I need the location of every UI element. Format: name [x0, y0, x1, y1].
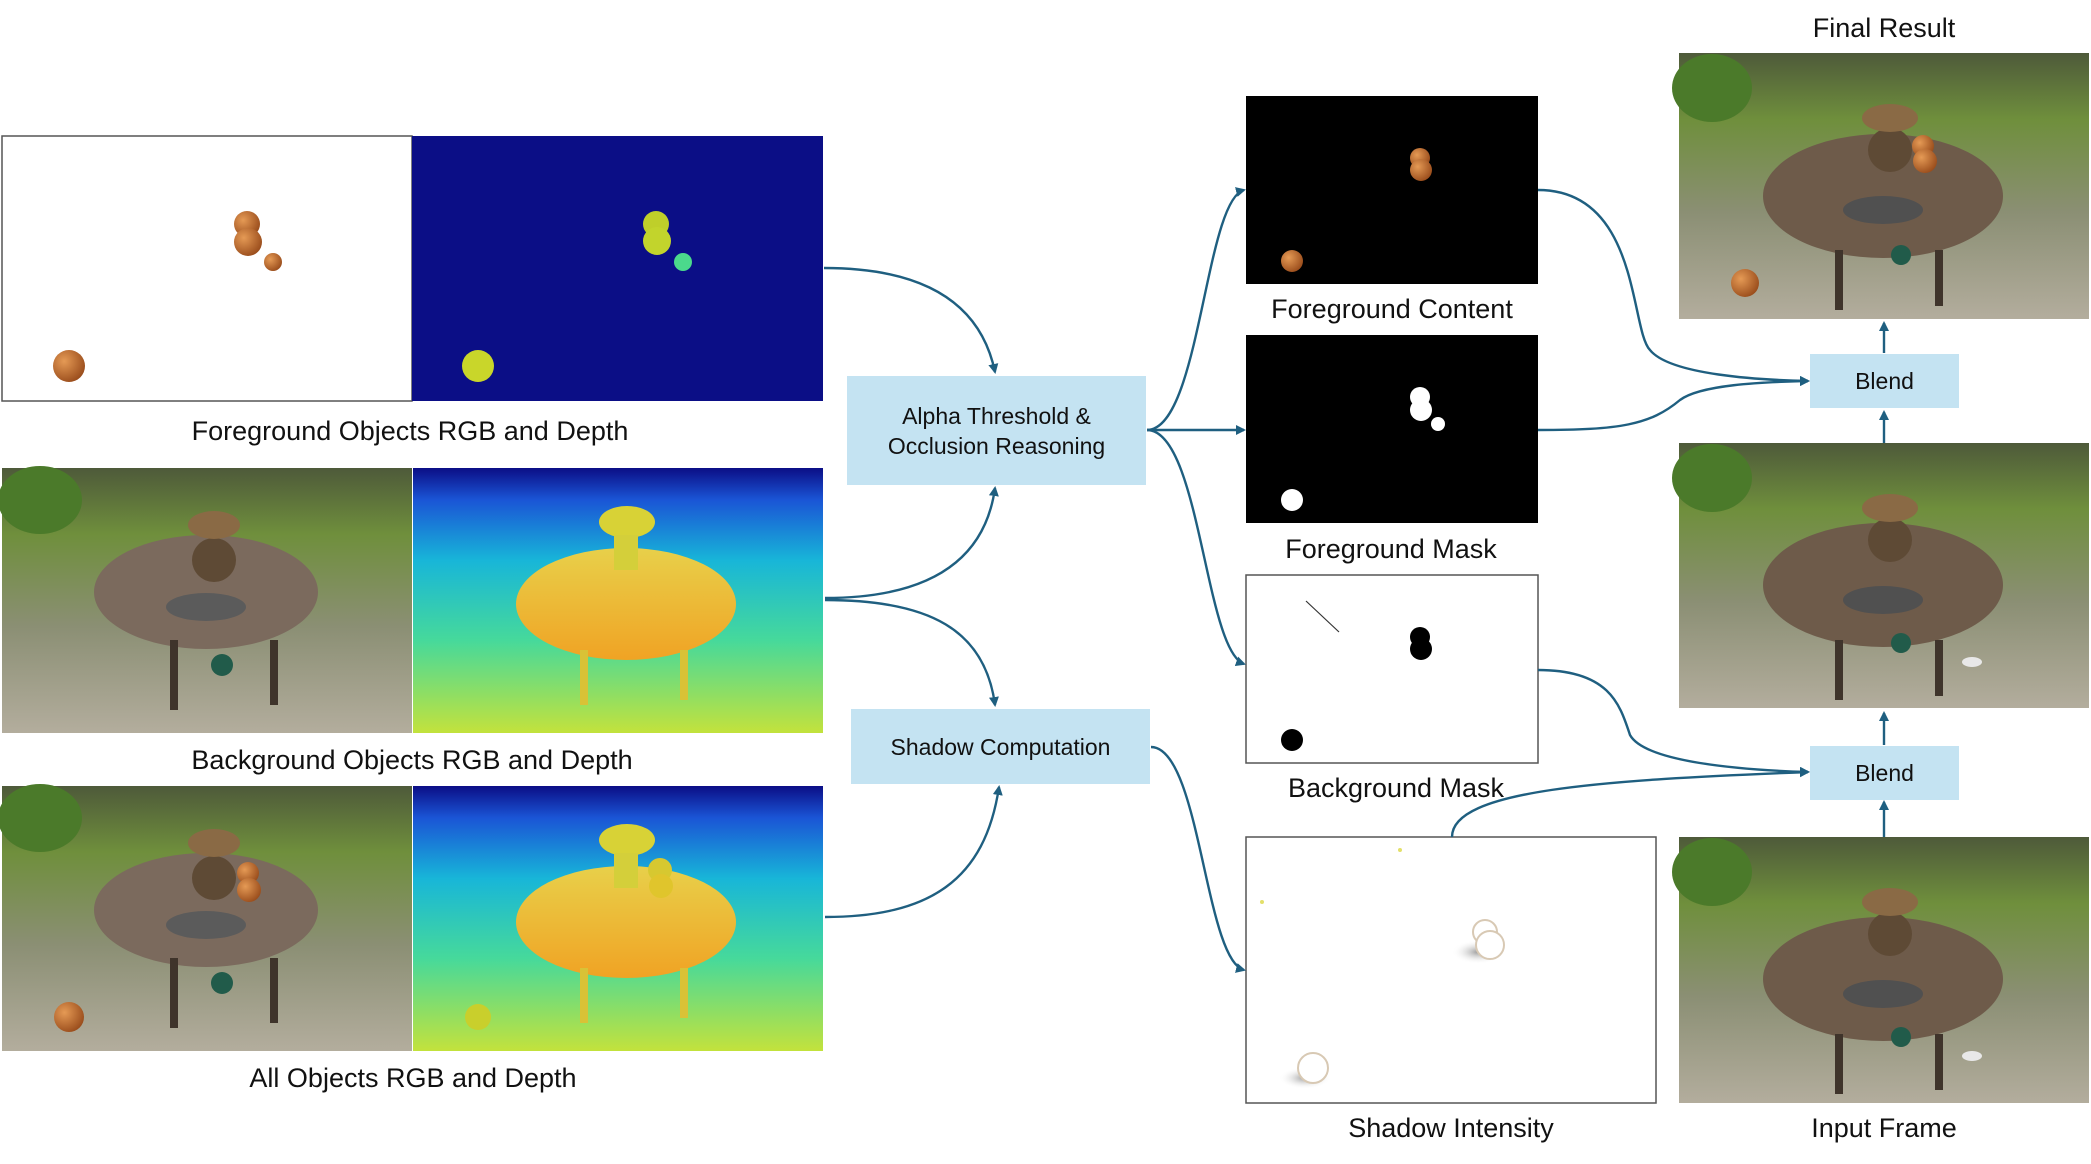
bg-mask-image — [1245, 574, 1539, 764]
alpha-box-line2: Occlusion Reasoning — [887, 432, 1106, 459]
bg-depth-image — [413, 468, 823, 733]
fg-depth-image — [412, 136, 823, 401]
caption-bg-mask: Background Mask — [1287, 773, 1505, 803]
caption-fg-content: Foreground Content — [1271, 294, 1513, 324]
blend-box-bottom: Blend — [1810, 746, 1959, 800]
all-rgb-image — [0, 784, 412, 1051]
input-frame-image — [1672, 837, 2089, 1103]
final-result-image — [1672, 53, 2089, 319]
caption-shadow-intensity: Shadow Intensity — [1348, 1113, 1554, 1143]
caption-final-result: Final Result — [1812, 13, 1956, 43]
blend-top-label: Blend — [1855, 368, 1914, 394]
shadow-box-label: Shadow Computation — [890, 733, 1111, 760]
intermediate-blend-image — [1672, 443, 2089, 708]
caption-fg-mask: Foreground Mask — [1285, 534, 1497, 564]
bg-rgb-image — [0, 466, 412, 733]
fg-mask-image — [1246, 335, 1538, 523]
blend-bottom-label: Blend — [1855, 760, 1914, 786]
caption-all-rgbd: All Objects RGB and Depth — [249, 1063, 577, 1093]
shadow-computation-box: Shadow Computation — [851, 709, 1150, 784]
caption-fg-rgbd: Foreground Objects RGB and Depth — [191, 416, 629, 446]
blend-box-top: Blend — [1810, 354, 1959, 408]
fg-rgb-image — [1, 135, 413, 402]
caption-input-frame: Input Frame — [1811, 1113, 1957, 1143]
alpha-occlusion-box: Alpha Threshold & Occlusion Reasoning — [847, 376, 1146, 485]
caption-bg-rgbd: Background Objects RGB and Depth — [191, 745, 633, 775]
fg-content-image — [1246, 96, 1538, 284]
arrow-icon — [823, 187, 1889, 973]
alpha-box-line1: Alpha Threshold & — [902, 402, 1091, 429]
all-depth-image — [413, 786, 823, 1051]
shadow-intensity-image — [1245, 836, 1657, 1104]
